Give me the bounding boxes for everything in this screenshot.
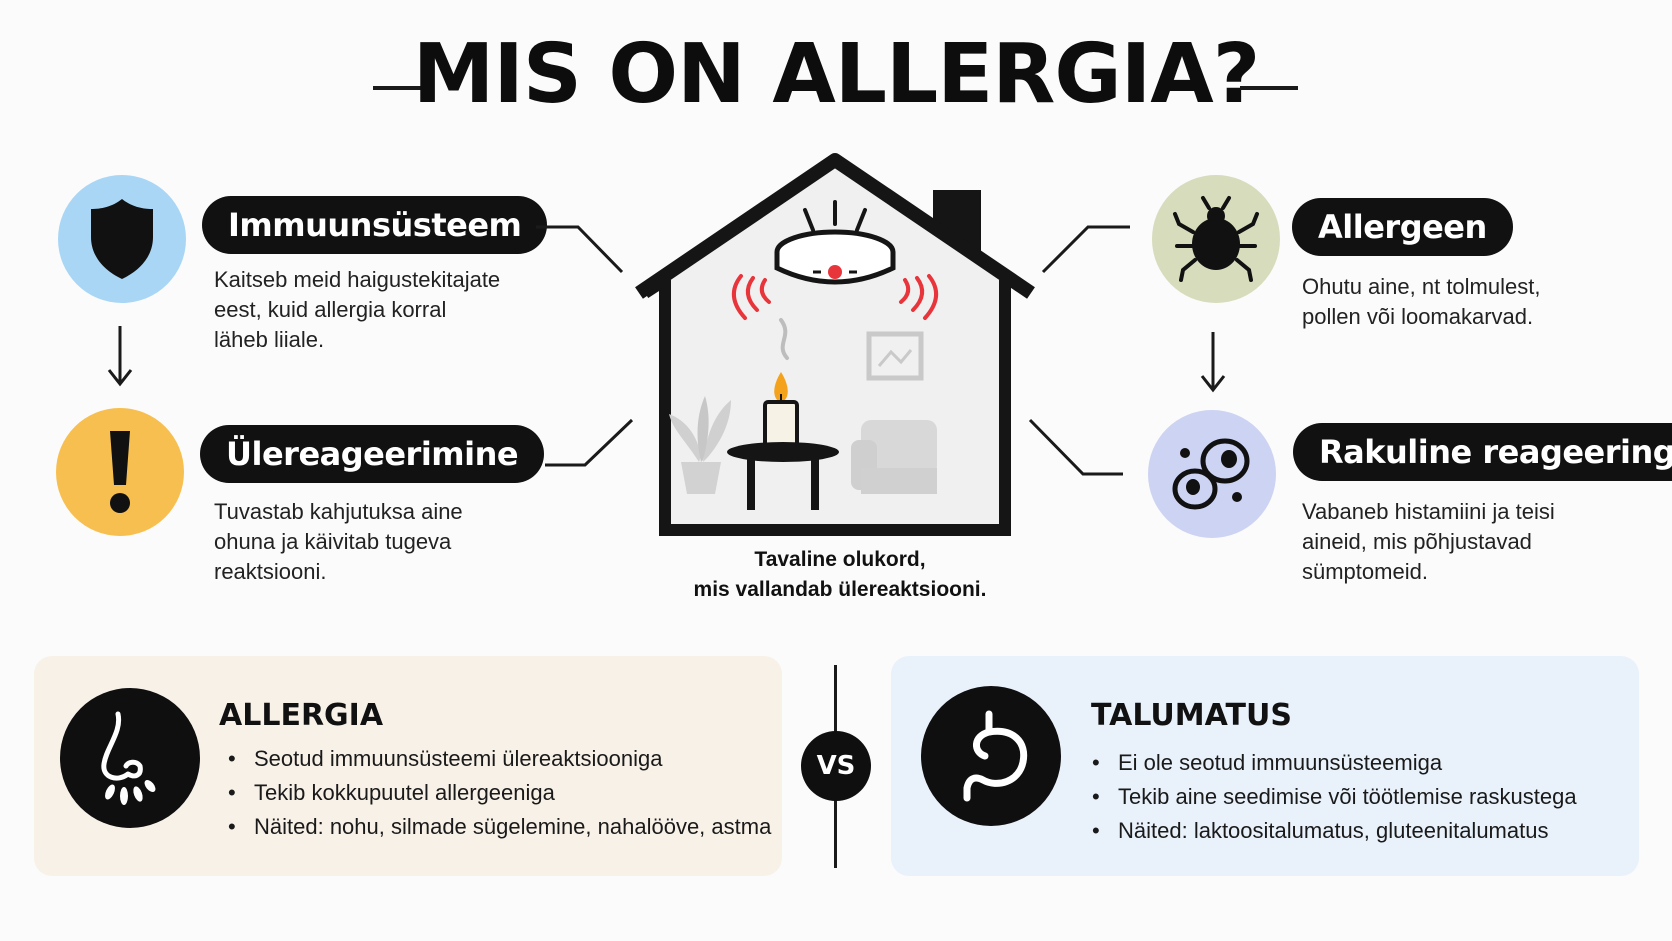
allergy-title: ALLERGIA <box>219 698 384 733</box>
arrow-down-left <box>105 324 135 398</box>
label-ulereageerimine: Ülereageerimine <box>200 425 545 483</box>
intolerance-panel: TALUMATUS Ei ole seotud immuunsüsteemiga… <box>891 656 1639 876</box>
label-immuunsusteem: Immuunsüsteem <box>202 196 548 254</box>
nose-icon <box>101 711 156 805</box>
house-illustration <box>635 153 1035 536</box>
list-item: Näited: nohu, silmade sügelemine, nahalö… <box>224 810 771 844</box>
overreaction-icon-circle <box>56 408 184 536</box>
desc-rakuline-reageering: Vabaneb histamiini ja teisi aineid, mis … <box>1302 499 1555 584</box>
candle-flame-icon <box>774 372 788 402</box>
list-item: Näited: laktoositalumatus, gluteenitalum… <box>1088 814 1577 848</box>
stomach-icon <box>963 710 1028 802</box>
list-item: Seotud immuunsüsteemi ülereaktsiooniga <box>224 742 771 776</box>
intolerance-title: TALUMATUS <box>1091 698 1292 733</box>
vs-badge: VS <box>801 731 871 801</box>
shield-icon <box>91 199 153 279</box>
cells-icon <box>1172 438 1250 510</box>
allergy-icon-circle <box>60 688 200 828</box>
arrow-down-right <box>1198 330 1228 404</box>
cells-icon-circle <box>1148 410 1276 538</box>
page-title: MIS ON ALLERGIA? <box>412 27 1261 122</box>
intolerance-icon-circle <box>921 686 1061 826</box>
house-caption: Tavaline olukord, mis vallandab ülereakt… <box>693 548 987 601</box>
desc-immuunsusteem: Kaitseb meid haigustekitajate eest, kuid… <box>214 267 501 352</box>
intolerance-list: Ei ole seotud immuunsüsteemiga Tekib ain… <box>1088 746 1577 848</box>
allergy-list: Seotud immuunsüsteemi ülereaktsiooniga T… <box>224 742 771 844</box>
label-rakuline-reageering: Rakuline reageering <box>1293 423 1672 481</box>
desc-allergeen: Ohutu aine, nt tolmulest, pollen või loo… <box>1302 274 1541 329</box>
desc-ulereageerimine: Tuvastab kahjutuksa aine ohuna ja käivit… <box>214 499 463 584</box>
list-item: Tekib kokkupuutel allergeeniga <box>224 776 771 810</box>
list-item: Tekib aine seedimise või töötlemise rask… <box>1088 780 1577 814</box>
mite-icon <box>1173 196 1259 282</box>
title-dash-left <box>373 86 431 90</box>
title-dash-right <box>1240 86 1298 90</box>
immune-icon-circle <box>58 175 186 303</box>
label-allergeen: Allergeen <box>1292 198 1513 256</box>
list-item: Ei ole seotud immuunsüsteemiga <box>1088 746 1577 780</box>
allergen-icon-circle <box>1152 175 1280 303</box>
allergy-panel: ALLERGIA Seotud immuunsüsteemi ülereakts… <box>34 656 782 876</box>
exclamation-icon <box>110 431 130 513</box>
